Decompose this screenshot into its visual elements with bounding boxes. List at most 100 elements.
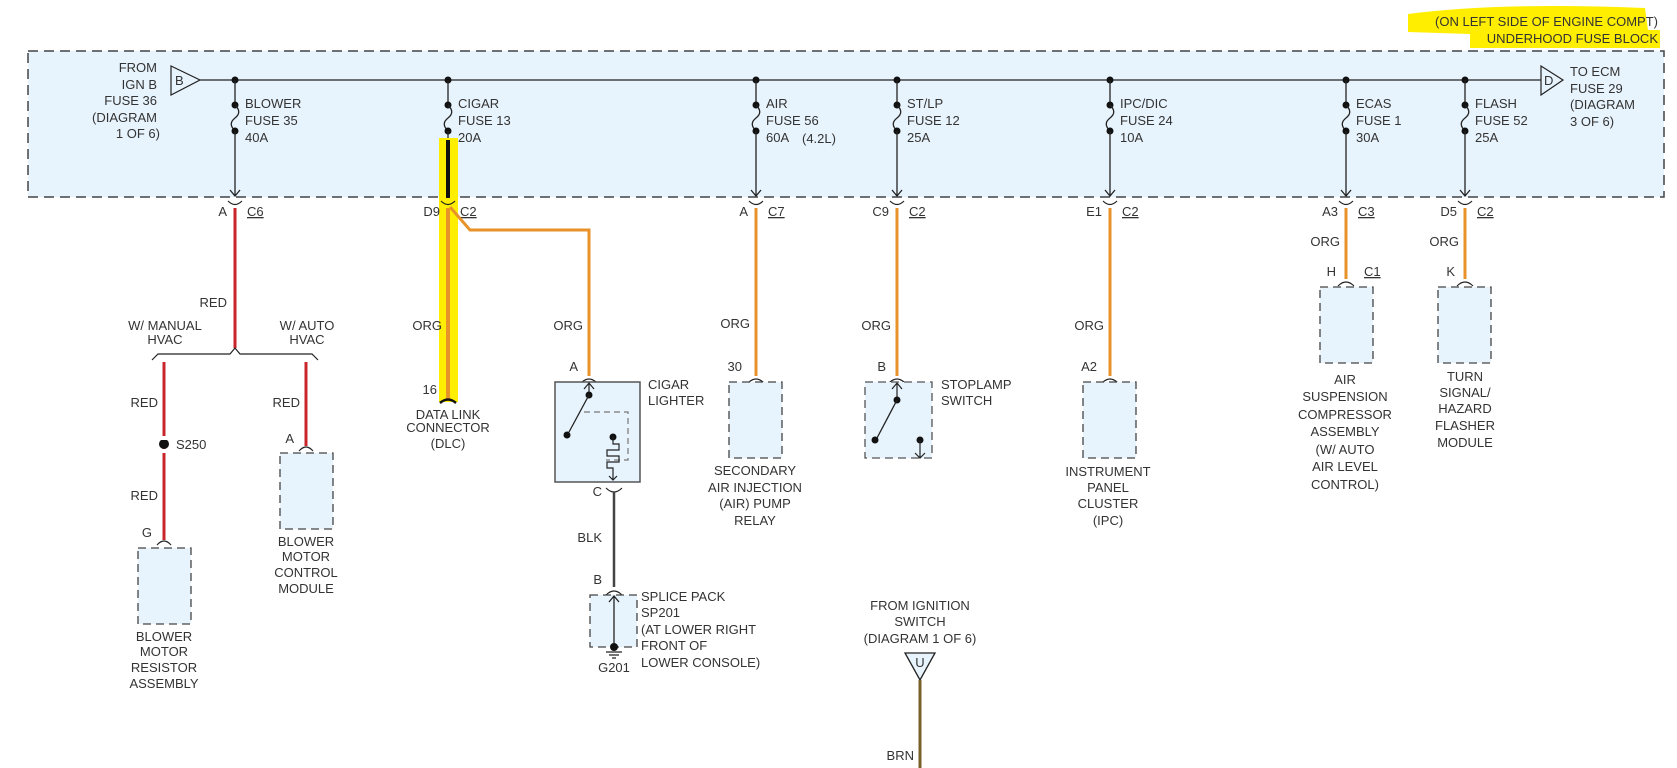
wire-color-label: ORG [412,318,442,333]
svg-text:FRONT OF: FRONT OF [641,638,707,653]
wire-color-label: ORG [1429,234,1459,249]
fuse-block-location: (ON LEFT SIDE OF ENGINE COMPT) [1435,14,1658,29]
arrow-icon [750,189,762,198]
resistor-label: BLOWER MOTOR RESISTOR ASSEMBLY [129,629,198,691]
fuse-label: 25A [907,130,930,145]
title-highlight [1408,6,1660,48]
svg-text:(DIAGRAM 1 OF 6): (DIAGRAM 1 OF 6) [864,631,977,646]
pin-label: A2 [1081,359,1097,374]
module-label: BLOWER MOTOR CONTROL MODULE [274,534,338,596]
pin-label: 30 [728,359,742,374]
fuse-branch-st-lp[interactable]: ST/LP FUSE 12 25A [891,76,960,198]
blower-motor-resistor-assembly[interactable] [137,547,192,625]
svg-text:3 OF 6): 3 OF 6) [1570,114,1614,129]
fuse-label: ST/LP [907,96,943,111]
arrow-icon [1459,189,1471,198]
svg-text:(AIR) PUMP: (AIR) PUMP [719,496,791,511]
svg-text:MODULE: MODULE [278,581,334,596]
pin-label: E1 [1086,204,1102,219]
instrument-panel-cluster[interactable] [1082,381,1137,459]
pin-label: B [877,359,886,374]
pin-label: C [593,484,602,499]
fuse-label: IPC/DIC [1120,96,1168,111]
stoplamp-switch[interactable] [864,381,933,459]
arrow-icon [1104,189,1116,198]
heating-element-icon [606,437,620,481]
fuse-note: (4.2L) [802,131,836,146]
air-suspension-compressor[interactable] [1319,286,1374,364]
svg-text:SIGNAL/: SIGNAL/ [1439,385,1491,400]
fuse-label: FUSE 35 [245,113,298,128]
svg-text:(DIAGRAM: (DIAGRAM [1570,97,1635,112]
input-source-label: FROM IGN B FUSE 36 (DIAGRAM 1 OF 6) [92,60,160,141]
air-pump-relay[interactable] [728,381,783,459]
connector-d-icon [1540,64,1565,97]
ground-label: G201 [598,660,630,675]
output-destination-label: TO ECM FUSE 29 (DIAGRAM 3 OF 6) [1570,64,1635,129]
pin-label: H [1327,264,1336,279]
wire-color-label: RED [273,395,300,410]
fuse-label: FUSE 24 [1120,113,1173,128]
blower-motor-control-module[interactable] [279,452,334,530]
svg-text:FUSE 29: FUSE 29 [1570,81,1623,96]
connector-label: C1 [1364,264,1381,279]
svg-text:MOTOR: MOTOR [140,644,188,659]
fuse-label: 40A [245,130,268,145]
svg-text:BLOWER: BLOWER [136,629,192,644]
fuse-icon [1460,104,1470,132]
splice-s250-icon [159,439,169,449]
pin-label: C9 [872,204,889,219]
fuse-label: CIGAR [458,96,499,111]
svg-text:PANEL: PANEL [1087,480,1129,495]
fuse-icon [1105,104,1115,132]
wire-color-label: RED [131,488,158,503]
pin-label: A [285,431,294,446]
svg-text:DATA LINK: DATA LINK [416,407,481,422]
wire-color-label: RED [200,295,227,310]
auto-hvac-label: W/ AUTO [280,318,335,333]
option-bracket [151,347,319,361]
connector-label: C3 [1358,204,1375,219]
wire-color-label: ORG [861,318,891,333]
fuse-label: FLASH [1475,96,1517,111]
switch-icon [876,399,898,439]
manual-hvac-label: W/ MANUAL [128,318,202,333]
dlc-label[interactable]: DATA LINK CONNECTOR (DLC) [406,407,490,451]
svg-text:(DIAGRAM: (DIAGRAM [92,110,157,125]
svg-text:CONTROL: CONTROL [274,565,338,580]
svg-text:CONNECTOR: CONNECTOR [406,420,490,435]
wire-color-label: ORG [720,316,750,331]
fuse-label: FUSE 12 [907,113,960,128]
ignition-label: FROM IGNITION SWITCH (DIAGRAM 1 OF 6) [864,598,977,646]
cigar-lighter-label: CIGAR LIGHTER [648,377,704,408]
svg-text:COMPRESSOR: COMPRESSOR [1298,407,1392,422]
connector-label: C2 [1477,204,1494,219]
cigar-lighter-wire [448,206,591,376]
svg-text:AIR LEVEL: AIR LEVEL [1312,459,1378,474]
svg-text:(AT LOWER RIGHT: (AT LOWER RIGHT [641,622,756,637]
fuse-block-title: UNDERHOOD FUSE BLOCK [1487,31,1659,46]
pin-label: D5 [1440,204,1457,219]
wire-color-label: ORG [1074,318,1104,333]
arrow-icon [891,189,903,198]
pin-label: A [569,359,578,374]
svg-text:ASSEMBLY: ASSEMBLY [1310,424,1379,439]
svg-text:IGN B: IGN B [122,77,157,92]
svg-text:MOTOR: MOTOR [282,549,330,564]
fuse-label: ECAS [1356,96,1392,111]
turn-signal-flasher-module[interactable] [1437,286,1492,364]
fuse-label: 25A [1475,130,1498,145]
wire-color-label: BRN [887,748,914,763]
connector-label: C7 [768,204,785,219]
switch-icon [563,431,571,439]
svg-text:AIR INJECTION: AIR INJECTION [708,480,802,495]
